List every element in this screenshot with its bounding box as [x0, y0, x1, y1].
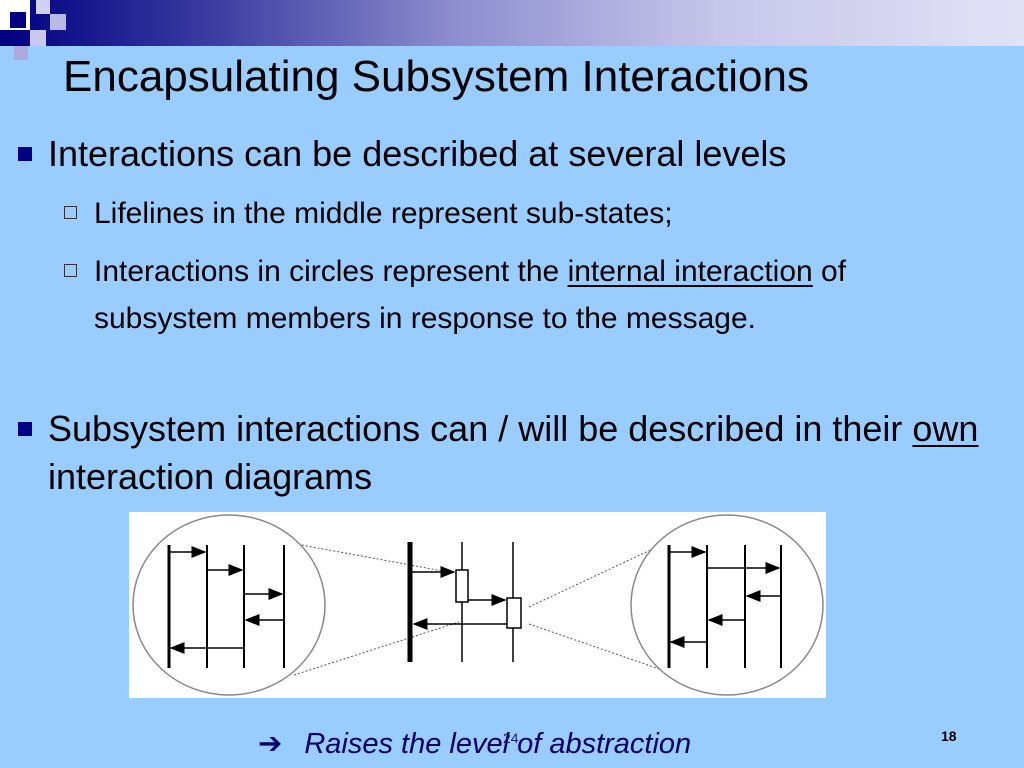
- square-bullet-icon: [18, 147, 32, 161]
- sub-bullet-2-text: Interactions in circles represent the in…: [94, 248, 974, 342]
- bullet-2-text: Subsystem interactions can / will be des…: [48, 405, 1008, 501]
- sequence-diagram-zoom-illustration: [129, 512, 826, 698]
- sub-bullet-1-text: Lifelines in the middle represent sub-st…: [94, 197, 673, 230]
- abstraction-footer: ➔ Raises the level of abstraction: [258, 727, 691, 761]
- slide-number: 18: [941, 728, 957, 744]
- bullet-2-part-3: interaction diagrams: [48, 456, 373, 497]
- left-zoom-circle: [132, 514, 326, 696]
- bullet-1-text: Interactions can be described at several…: [48, 133, 787, 174]
- slide-title: Encapsulating Subsystem Interactions: [63, 52, 809, 101]
- faint-page-number: 24: [503, 730, 519, 746]
- hollow-square-bullet-icon: [64, 206, 77, 219]
- middle-sequence-diagram: [407, 542, 522, 662]
- right-zoom-circle: [630, 514, 824, 696]
- right-arrow-icon: ➔: [258, 728, 283, 760]
- bullet-2-part-1: Subsystem interactions can / will be des…: [48, 408, 913, 449]
- hollow-square-bullet-icon: [64, 264, 77, 277]
- bullet-2-underlined: own: [912, 408, 979, 449]
- header-band: [0, 0, 1024, 46]
- sub-bullet-2-part-1: Interactions in circles represent the: [94, 255, 568, 288]
- sub-bullet-2-part-3: of subsystem members in response to the …: [94, 255, 847, 335]
- decorative-squares: [0, 0, 90, 60]
- footer-text: Raises the level of abstraction: [304, 728, 692, 760]
- square-bullet-icon: [18, 422, 32, 436]
- sub-bullet-2-underlined: internal interaction: [567, 255, 813, 288]
